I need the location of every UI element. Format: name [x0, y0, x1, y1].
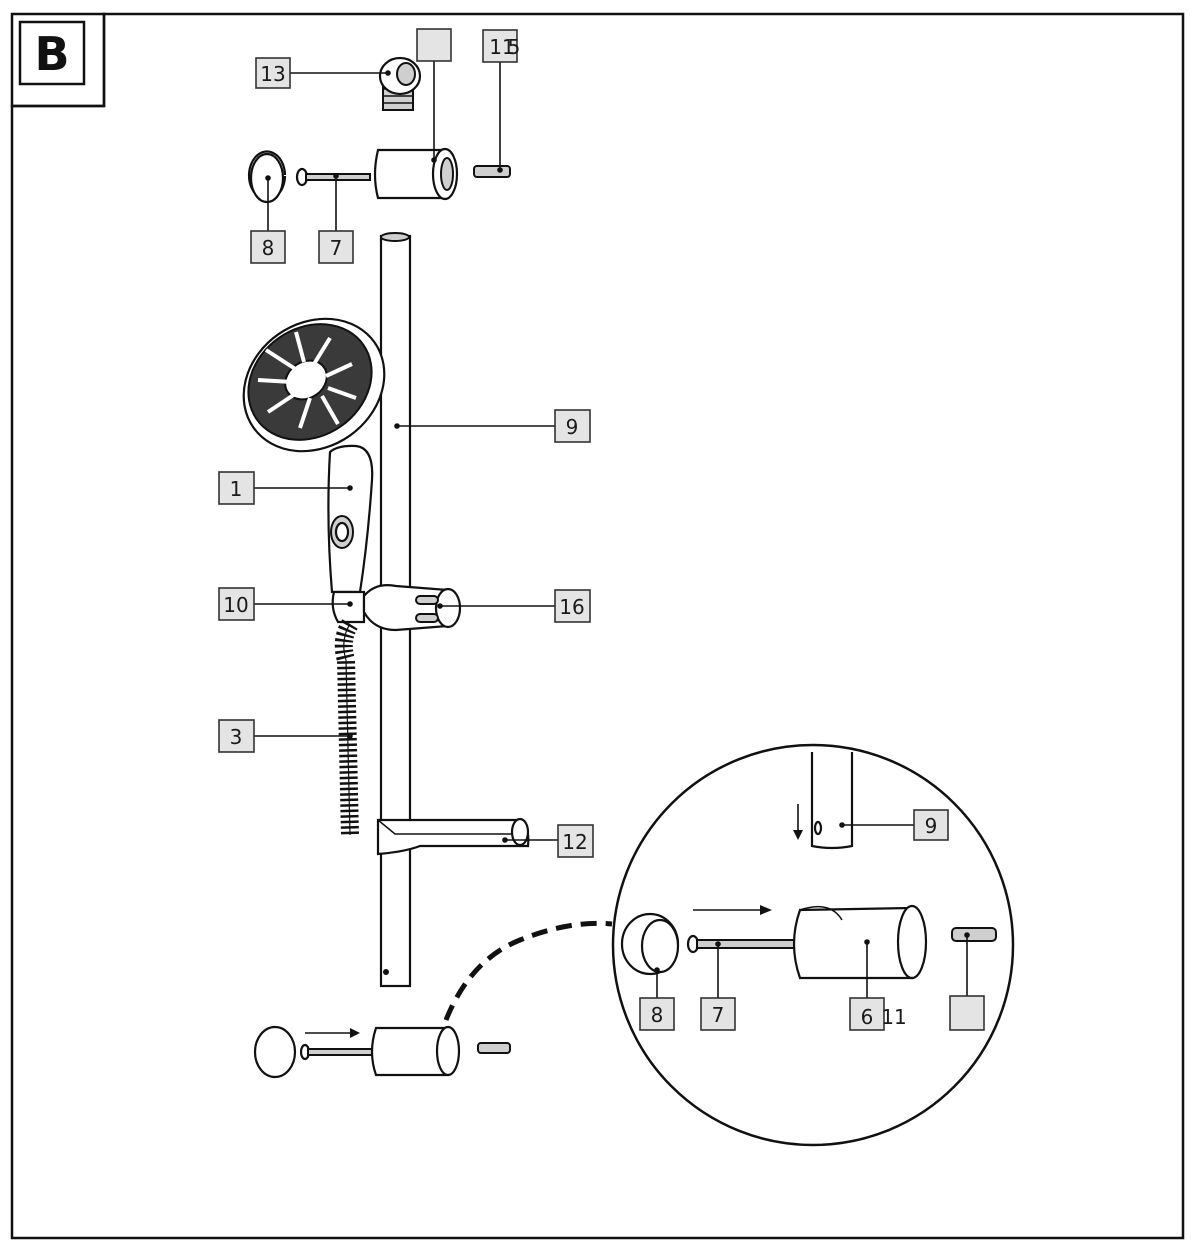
detail-bracket-part: [792, 904, 928, 980]
callout-hose: 3: [218, 719, 255, 753]
svg-text:11: 11: [489, 35, 514, 59]
diagram-frame: [10, 12, 1185, 1240]
hand-shower-part: [242, 317, 386, 594]
shower-hose-part: [334, 619, 359, 836]
detail-callout-rail: 9: [913, 809, 949, 841]
svg-text:12: 12: [562, 830, 587, 854]
callout-top-cap: 8: [250, 230, 286, 264]
callout-holder: 10: [218, 587, 255, 621]
svg-text:13: 13: [260, 62, 285, 86]
svg-text:7: 7: [712, 1003, 725, 1027]
detail-callout-screw: 7: [700, 997, 736, 1031]
shower-holder-part: [331, 590, 366, 624]
detail-rail-part: [810, 752, 854, 850]
svg-text:5: 5: [508, 35, 521, 59]
corner-label: B: [34, 27, 69, 81]
callout-top-anchor: 11 5: [482, 29, 521, 63]
callout-soap-dish: 12: [557, 824, 594, 858]
corner-label-box: [18, 20, 86, 86]
callout-hand-shower: 1: [218, 471, 255, 505]
corner-tab-outline: [10, 12, 106, 108]
svg-text:9: 9: [566, 415, 579, 439]
callout-slider: 16: [554, 589, 591, 623]
detail-wall-plug-part: [951, 927, 997, 942]
elbow-fitting-part: [378, 56, 422, 111]
soap-dish-part: [376, 817, 530, 856]
bottom-arrow-icon: [305, 1028, 360, 1038]
bottom-cover-cap-part: [253, 1025, 297, 1079]
callout-top-screw: 7: [318, 230, 354, 264]
svg-text:7: 7: [330, 236, 343, 260]
svg-text:1: 1: [230, 477, 243, 501]
svg-text:9: 9: [925, 814, 938, 838]
detail-connector: [443, 920, 613, 1021]
bottom-wall-plug-part: [477, 1042, 511, 1054]
arrow-down-icon: [793, 804, 803, 840]
svg-text:6: 6: [861, 1005, 874, 1029]
callout-rail: 9: [554, 409, 591, 443]
callout-top-fitting: 13: [255, 57, 291, 89]
arrow-right-icon: [693, 905, 772, 915]
svg-text:11: 11: [881, 1005, 906, 1029]
detail-callout-cap: 8: [639, 997, 675, 1031]
svg-text:8: 8: [651, 1003, 664, 1027]
detail-cover-cap-part: [620, 912, 680, 976]
callout-top-bracket: [416, 28, 452, 62]
wall-plug-part: [473, 165, 511, 178]
detail-callout-bracket: 6 11: [849, 997, 907, 1031]
svg-text:8: 8: [262, 236, 275, 260]
svg-text:16: 16: [559, 595, 584, 619]
slider-part: [362, 584, 462, 632]
bottom-screw-part: [299, 1043, 375, 1061]
leader-lines: [254, 60, 970, 998]
bottom-bracket-part: [370, 1025, 461, 1077]
wall-bracket-part: [373, 147, 459, 201]
detail-callout-anchor: [949, 995, 985, 1031]
svg-text:10: 10: [223, 593, 248, 617]
svg-text:3: 3: [230, 725, 243, 749]
